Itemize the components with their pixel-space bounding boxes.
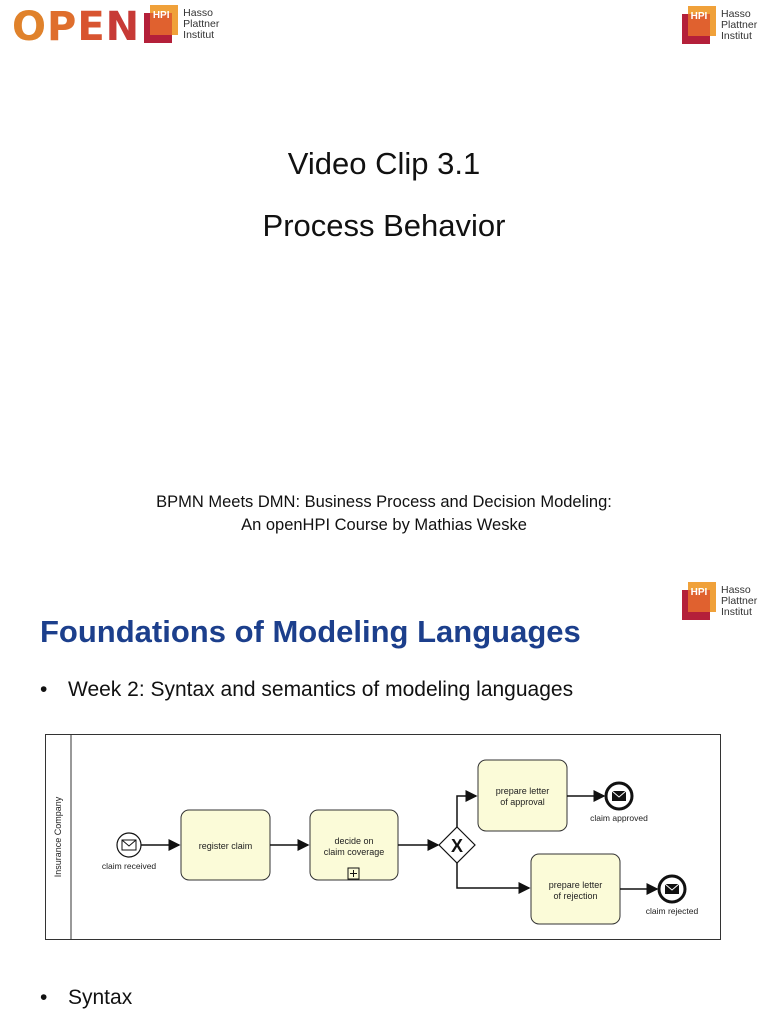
pool-label: Insurance Company [53,796,63,877]
start-event-label: claim received [102,861,157,871]
slide-title-line1: Video Clip 3.1 [287,146,481,181]
svg-text:prepare letter: prepare letter [549,880,603,890]
gateway-x-icon: X [451,836,463,856]
svg-text:decide on: decide on [334,836,373,846]
envelope-icon [121,839,137,851]
envelope-filled-icon [664,883,680,894]
hpi-badge: HPI [682,582,718,620]
end-rejected-label: claim rejected [646,906,699,916]
slide-heading: Foundations of Modeling Languages [40,614,581,649]
course-info: BPMN Meets DMN: Business Process and Dec… [156,493,612,534]
bpmn-diagram: Insurance Company claim received registe… [45,734,721,940]
bullet-syntax: •Syntax [40,986,133,1009]
envelope-filled-icon [611,790,627,801]
hpi-badge: HPI [144,5,180,43]
slide-title-line2: Process Behavior [262,208,506,243]
svg-text:claim coverage: claim coverage [324,847,385,857]
end-approved-label: claim approved [590,813,648,823]
svg-text:register claim: register claim [199,841,253,851]
open-wordmark: OPEN [12,4,141,50]
bullet-week2: •Week 2: Syntax and semantics of modelin… [40,678,574,701]
hpi-badge: HPI [682,6,718,44]
bullet-dot: • [40,986,48,1009]
svg-text:of approval: of approval [500,797,545,807]
start-event [116,832,142,858]
bullet-dot: • [40,678,48,701]
subprocess-marker-icon [347,867,360,880]
svg-text:prepare letter: prepare letter [496,786,550,796]
svg-text:of rejection: of rejection [553,891,597,901]
